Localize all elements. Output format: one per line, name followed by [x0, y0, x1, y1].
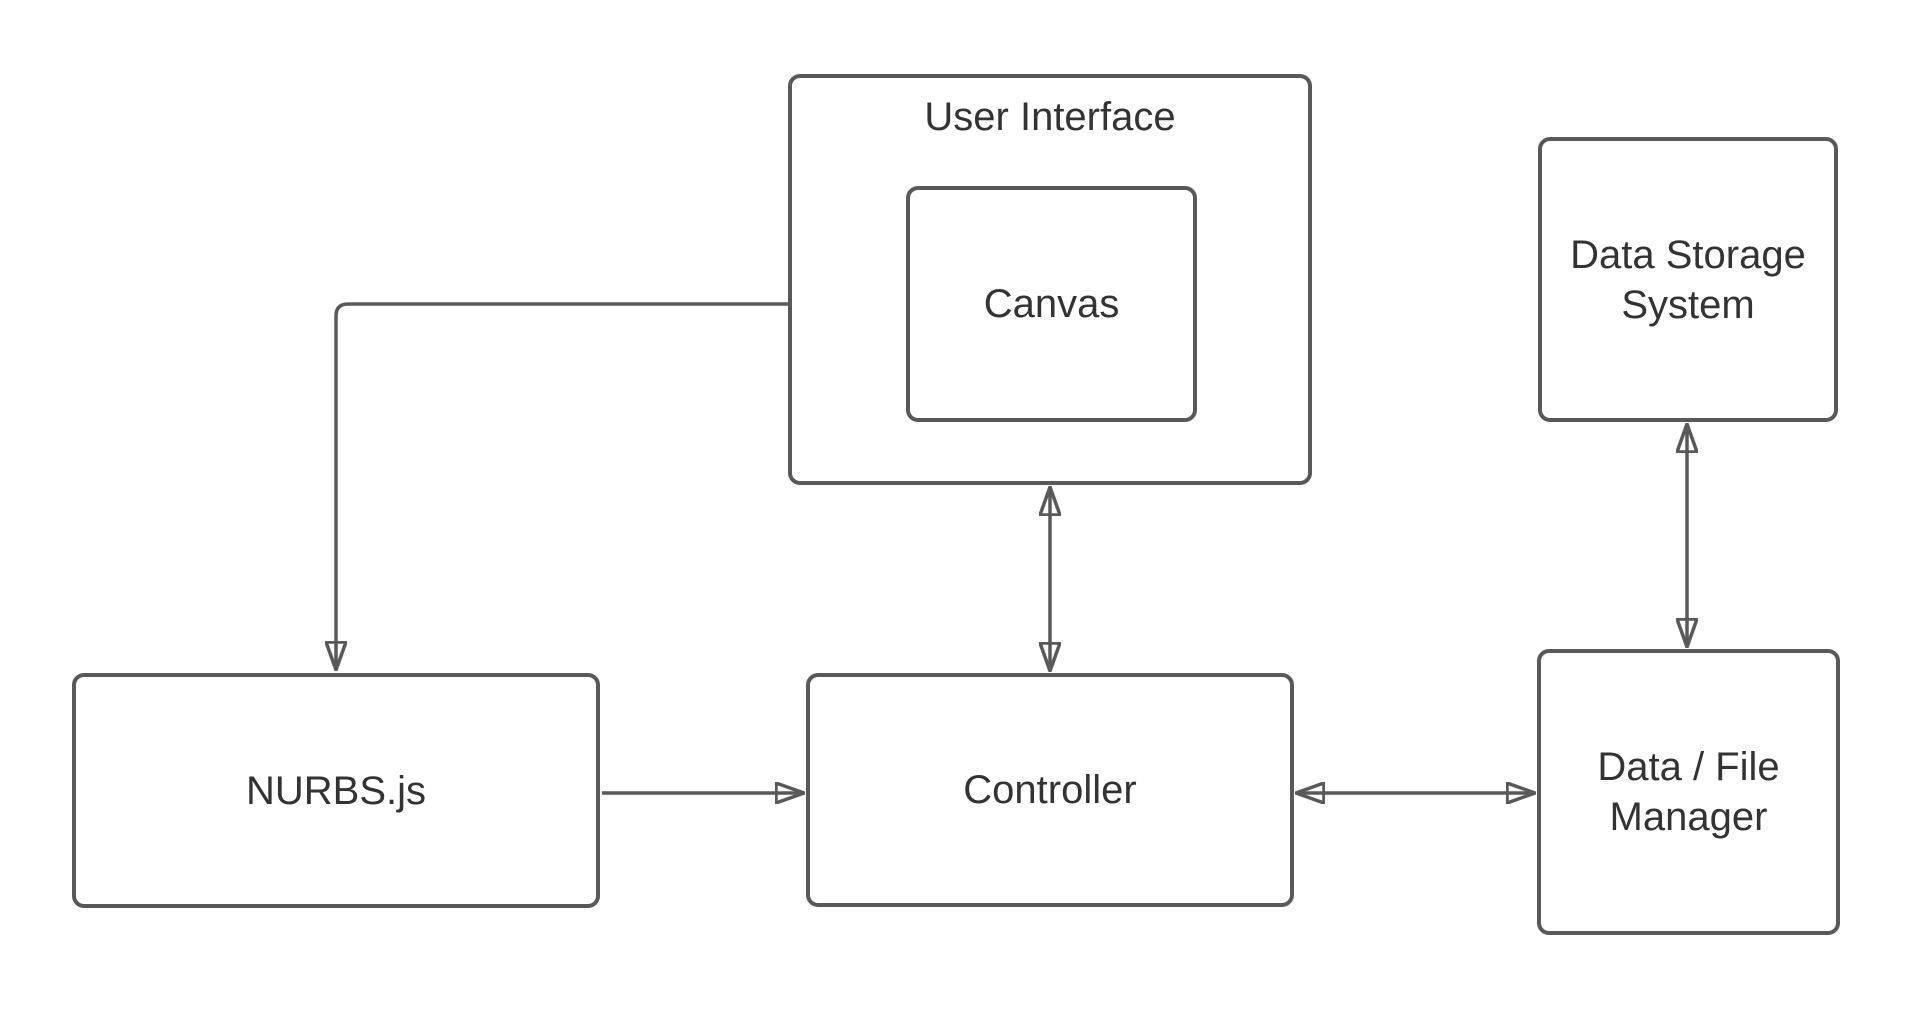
box-nurbs-js-label: NURBS.js	[245, 768, 427, 813]
box-data-storage-system-label: Data Storage System	[1570, 232, 1806, 327]
box-user-interface-label: User Interface	[924, 95, 1176, 139]
box-data-file-manager: Data / File Manager	[1537, 649, 1840, 935]
box-data-file-manager-label: Data / File Manager	[1597, 745, 1780, 839]
box-controller: Controller	[806, 673, 1294, 907]
box-nurbs-js: NURBS.js	[72, 673, 600, 908]
box-data-storage-system: Data Storage System	[1538, 137, 1838, 422]
box-canvas-label: Canvas	[983, 282, 1120, 326]
box-controller-label: Controller	[963, 768, 1137, 812]
box-canvas: Canvas	[906, 186, 1197, 422]
